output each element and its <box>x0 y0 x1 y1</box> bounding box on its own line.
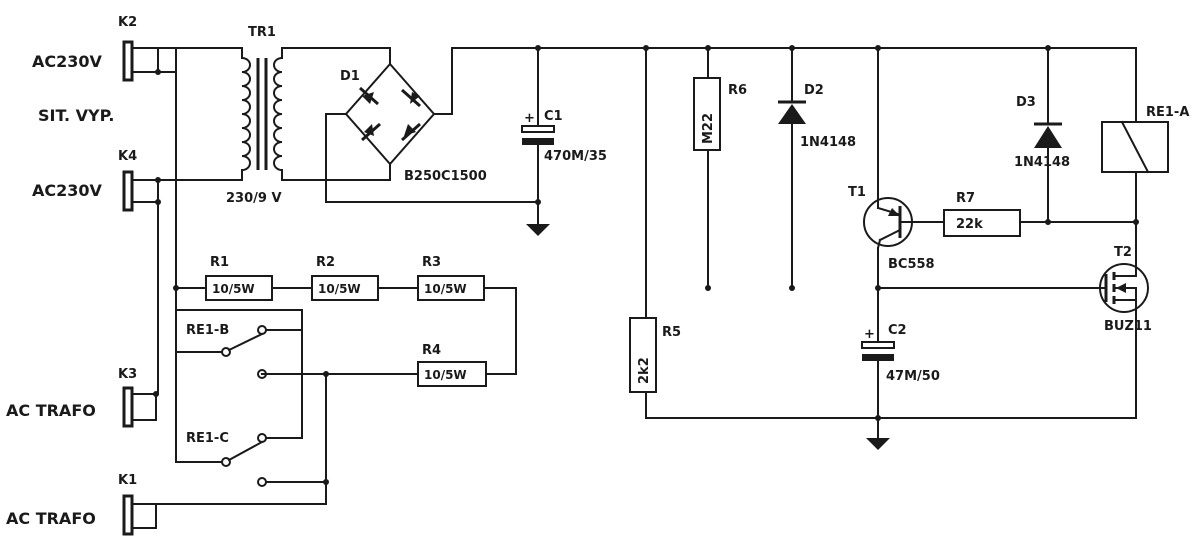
connector-k2 <box>122 40 161 82</box>
d2-ref: D2 <box>804 83 824 98</box>
k4-ref: K4 <box>118 149 137 164</box>
resistor-r7 <box>943 209 1139 237</box>
k2-ref: K2 <box>118 15 137 30</box>
transformer-tr1 <box>240 47 391 181</box>
r7-ref: R7 <box>956 191 975 206</box>
connector-k1 <box>122 494 157 536</box>
r7-value: 22k <box>956 217 983 232</box>
r4-ref: R4 <box>422 343 441 358</box>
re1a-label: RE1-A <box>1146 105 1189 120</box>
c2-plus: + <box>864 327 875 342</box>
re1b-label: RE1-B <box>186 323 229 338</box>
r5-ref: R5 <box>662 325 681 340</box>
k3-ref: K3 <box>118 367 137 382</box>
t1-ref: T1 <box>848 185 866 200</box>
t2-ref: T2 <box>1114 245 1132 260</box>
relay-contact-re1c <box>155 433 329 505</box>
r1-ref: R1 <box>210 255 229 270</box>
tr1-value: 230/9 V <box>226 191 282 206</box>
mosfet-t2 <box>705 249 1149 419</box>
t1-value: BC558 <box>888 257 935 272</box>
k4-label: AC230V <box>32 181 103 200</box>
connector-k4 <box>122 170 161 212</box>
capacitor-c2 <box>861 287 895 450</box>
d2-value: 1N4148 <box>800 135 856 150</box>
r4-value: 10/5W <box>424 368 467 382</box>
capacitor-c1 <box>521 47 555 236</box>
r5-value: 2k2 <box>637 357 652 384</box>
r1-value: 10/5W <box>212 282 255 296</box>
diode-d2 <box>778 47 806 289</box>
re1c-label: RE1-C <box>186 431 229 446</box>
r3-value: 10/5W <box>424 282 467 296</box>
d3-ref: D3 <box>1016 95 1036 110</box>
resistor-chain <box>205 275 517 375</box>
connector-k3 <box>122 386 159 428</box>
k1-ref: K1 <box>118 473 137 488</box>
r2-value: 10/5W <box>318 282 361 296</box>
diode-d3 <box>1034 47 1062 223</box>
bridge-rectifier-d1 <box>325 47 539 203</box>
r3-ref: R3 <box>422 255 441 270</box>
resistor-r6 <box>693 47 721 289</box>
d1-ref: D1 <box>340 69 360 84</box>
r6-ref: R6 <box>728 83 747 98</box>
d3-value: 1N4148 <box>1014 155 1070 170</box>
c2-value: 47M/50 <box>886 369 940 384</box>
resistor-r4 <box>261 361 487 505</box>
mains-note: SIT. VYP. <box>38 106 114 125</box>
k1-label: AC TRAFO <box>6 509 96 528</box>
r2-ref: R2 <box>316 255 335 270</box>
r6-value: M22 <box>701 113 716 144</box>
resistor-r5 <box>629 47 1137 419</box>
transistor-t1 <box>863 47 945 289</box>
t2-value: BUZ11 <box>1104 319 1152 334</box>
k3-label: AC TRAFO <box>6 401 96 420</box>
c1-plus: + <box>524 111 535 126</box>
tr1-ref: TR1 <box>248 25 276 40</box>
d1-value: B250C1500 <box>404 169 487 184</box>
mains-wiring <box>155 47 243 463</box>
k2-label: AC230V <box>32 52 103 71</box>
relay-contact-re1b <box>175 309 303 439</box>
c2-ref: C2 <box>888 323 907 338</box>
c1-ref: C1 <box>544 109 563 124</box>
c1-value: 470M/35 <box>544 149 607 164</box>
relay-coil-re1a <box>1101 120 1169 251</box>
